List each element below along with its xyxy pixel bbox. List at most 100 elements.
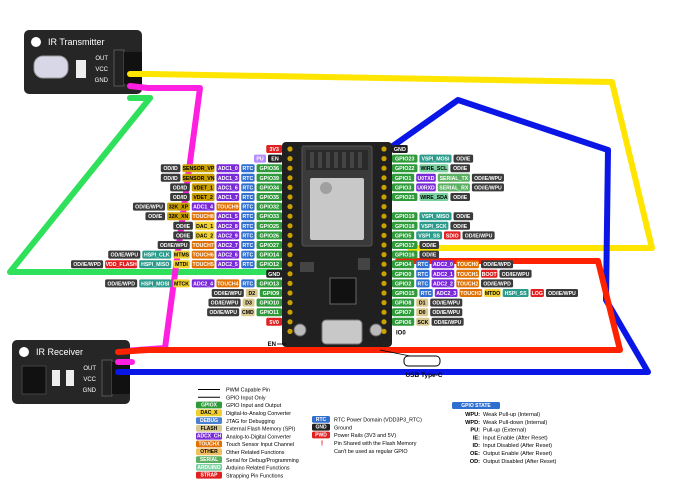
left-pin-function-bg bbox=[216, 202, 240, 211]
legend-mid-label: Power Rails (3V3 and 5V) bbox=[334, 433, 396, 439]
legend-label: PWM Capable Pin bbox=[226, 388, 270, 394]
left-pin-3v3-bg bbox=[266, 145, 282, 153]
legend-mid-row: Can't be used as regular GPIO bbox=[334, 449, 408, 455]
left-pin-function-bg bbox=[216, 260, 240, 269]
right-pin-function-text: TOUCH0 bbox=[457, 262, 478, 268]
right-pin-gpio5: GPIO5 bbox=[392, 231, 415, 240]
left-pin-function: ADC1_0 bbox=[216, 164, 240, 173]
right-pin-function-text: OD/IE bbox=[456, 214, 471, 220]
left-pin-function: TOUCH4 bbox=[216, 279, 240, 288]
left-pin-function: RTC bbox=[241, 221, 255, 230]
right-pin-function-bg bbox=[502, 289, 529, 297]
right-pin-function-bg bbox=[431, 317, 464, 326]
right-pin-function: HSPI_SS bbox=[502, 289, 529, 297]
left-pin-gpio32-bg bbox=[256, 202, 282, 211]
right-pin-gpio18-text: GPIO18 bbox=[395, 224, 414, 230]
right-pin-function-text: OD/IE/WPU bbox=[465, 233, 493, 239]
left-pin-function-text: OD/IE/WPU bbox=[135, 205, 163, 211]
left-pin-function-text: OD/IE bbox=[148, 214, 163, 220]
right-pin-gpio22-text: GPIO22 bbox=[395, 166, 414, 172]
left-pin-5v0-bg bbox=[266, 317, 282, 326]
left-header-pin bbox=[287, 213, 293, 219]
usb-type-c-label: USB Type-C bbox=[379, 349, 443, 379]
left-pin-gnd-text: GND bbox=[268, 272, 280, 278]
legend-key: GPIOX bbox=[196, 401, 222, 409]
left-pin-gpio14-text: GPIO14 bbox=[260, 253, 279, 259]
left-pin-function: ADC1_3 bbox=[216, 173, 240, 182]
legend-key-bg bbox=[196, 456, 222, 463]
usb-type-c-text: USB Type-C bbox=[405, 372, 442, 379]
right-pin-function: OD/IE bbox=[450, 221, 470, 230]
left-pin-function-bg bbox=[167, 212, 190, 221]
right-pin-gpio8: GPIO8 bbox=[392, 298, 415, 307]
gpio-state-title: GPIO STATE bbox=[452, 402, 500, 409]
left-pin-gpio10-text: GPIO10 bbox=[260, 301, 279, 307]
left-pin-function-bg bbox=[241, 279, 255, 288]
left-header-pin bbox=[287, 232, 293, 238]
module-pin-label: VCC bbox=[95, 67, 108, 73]
left-pin-function: TOUCH9 bbox=[216, 202, 240, 211]
right-pin-gpio3-bg bbox=[392, 183, 415, 192]
gpio-state-key: ID: bbox=[473, 443, 481, 449]
left-header-pin bbox=[287, 300, 293, 306]
left-pin-gnd-bg bbox=[266, 269, 282, 278]
left-pin-function-bg bbox=[245, 289, 258, 297]
right-pin-gpio6-bg bbox=[392, 317, 415, 326]
right-header-pin bbox=[381, 184, 387, 190]
legend-label: Analog-to-Digital Converter bbox=[226, 434, 291, 440]
right-pin-function: OD/IE/WPU bbox=[545, 289, 578, 297]
right-pin-function-text: SERIAL_TX bbox=[440, 176, 469, 182]
gpio-state-value: Weak Pull-down (Internal) bbox=[483, 420, 547, 426]
left-pin-function-text: RTC bbox=[243, 243, 254, 249]
right-pin-gpio8-text: GPIO8 bbox=[395, 301, 411, 307]
left-pin-5v0: 5V0 bbox=[266, 317, 282, 326]
left-header-pin bbox=[287, 309, 293, 315]
left-pin-function-bg bbox=[241, 231, 255, 240]
left-pin-function: ADC2_8 bbox=[216, 221, 240, 230]
left-pin-function-bg bbox=[216, 173, 240, 182]
legend-key-text: GPIOX bbox=[201, 402, 218, 408]
right-pin-function-text: D1 bbox=[419, 301, 426, 307]
left-pin-function-text: 32K_XN bbox=[169, 214, 189, 220]
right-pin-function-bg bbox=[419, 241, 440, 249]
resistor bbox=[76, 60, 86, 78]
left-header-pin bbox=[287, 204, 293, 210]
right-pin-function-bg bbox=[437, 173, 470, 182]
left-pin-function-text: RTC bbox=[243, 281, 254, 287]
right-pin-function: VSPI_MISO bbox=[419, 212, 452, 221]
left-header-pin bbox=[287, 165, 293, 171]
left-pin-row: GPIO13RTCTOUCH4ADC2_4MTCKHSPI_MOSIOD/IE/… bbox=[105, 279, 282, 288]
right-pin-function-text: SCK bbox=[417, 320, 428, 326]
antenna-trace bbox=[334, 152, 338, 168]
left-pin-function-bg bbox=[216, 241, 240, 249]
left-pin-function-text: TOUCH6 bbox=[193, 253, 214, 259]
legend-key-bg bbox=[196, 464, 222, 471]
left-pin-function-text: VDD_FLASH bbox=[106, 262, 137, 268]
right-pin-function-text: RTC bbox=[418, 272, 429, 278]
left-pin-function-bg bbox=[105, 279, 138, 288]
right-header-pin bbox=[381, 204, 387, 210]
left-pin-function-text: OD/IE/WPD bbox=[73, 262, 101, 268]
legend-key: SERIAL bbox=[196, 456, 222, 463]
legend-key-bg bbox=[196, 401, 222, 409]
left-pin-row: 3V3 bbox=[266, 145, 282, 153]
right-pin-gpio1-bg bbox=[392, 173, 415, 182]
left-pin-function-text: OD/IE bbox=[176, 233, 191, 239]
right-pin-gpio0: GPIO0 bbox=[392, 269, 415, 278]
right-pin-gnd-bg bbox=[392, 145, 408, 153]
left-pin-gpio27-text: GPIO27 bbox=[260, 243, 279, 249]
legend-mid-key: GND bbox=[312, 423, 330, 431]
en-button bbox=[293, 323, 307, 337]
right-pin-function: LOG bbox=[530, 289, 544, 297]
legend-key-text: ARDUINO bbox=[197, 465, 220, 471]
right-pin-gpio22: GPIO22 bbox=[392, 164, 418, 173]
right-pin-function: OD/IE bbox=[453, 212, 474, 221]
right-pin-function-bg bbox=[419, 164, 449, 173]
